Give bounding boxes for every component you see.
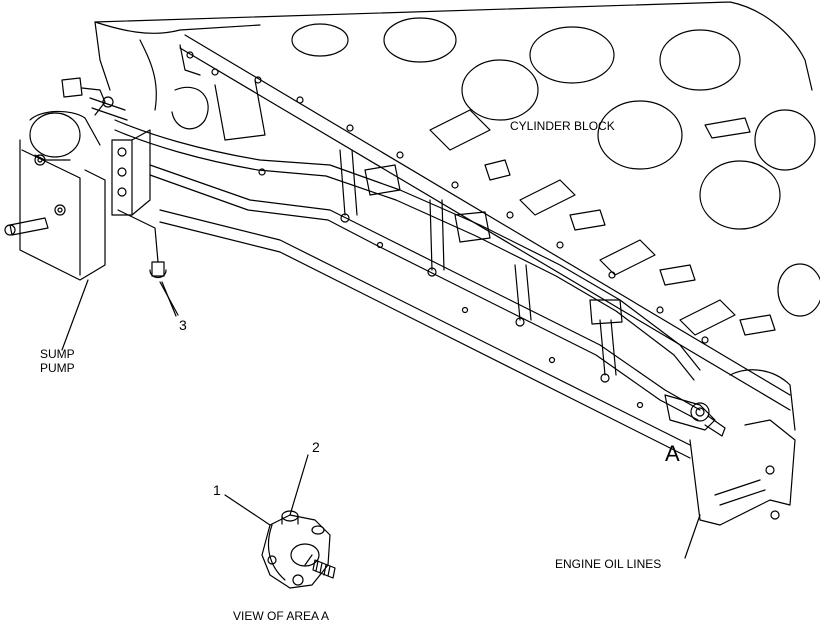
area-a-marker: A (665, 441, 680, 466)
cylinder-block-drawing (94, 1, 820, 411)
callout-3: 3 (179, 317, 187, 333)
leader-item-2 (289, 454, 309, 516)
leader-lines (61, 279, 701, 559)
label-view-of-area-a: VIEW OF AREA A (233, 609, 329, 623)
callout-1: 1 (213, 482, 221, 498)
leader-engine-oil-lines (684, 514, 701, 559)
callout-2: 2 (312, 439, 320, 455)
label-sump-pump-line2: PUMP (40, 361, 75, 375)
leader-item-1 (224, 494, 271, 526)
detail-view-drawing (261, 510, 336, 589)
label-engine-oil-lines: ENGINE OIL LINES (555, 557, 661, 571)
label-sump-pump-line1: SUMP (40, 347, 75, 361)
leader-sump-pump (61, 279, 89, 351)
sump-pump-drawing (4, 77, 151, 281)
leader-item-3 (161, 281, 177, 317)
oil-lines-drawing (114, 51, 796, 526)
label-cylinder-block: CYLINDER BLOCK (510, 119, 615, 133)
